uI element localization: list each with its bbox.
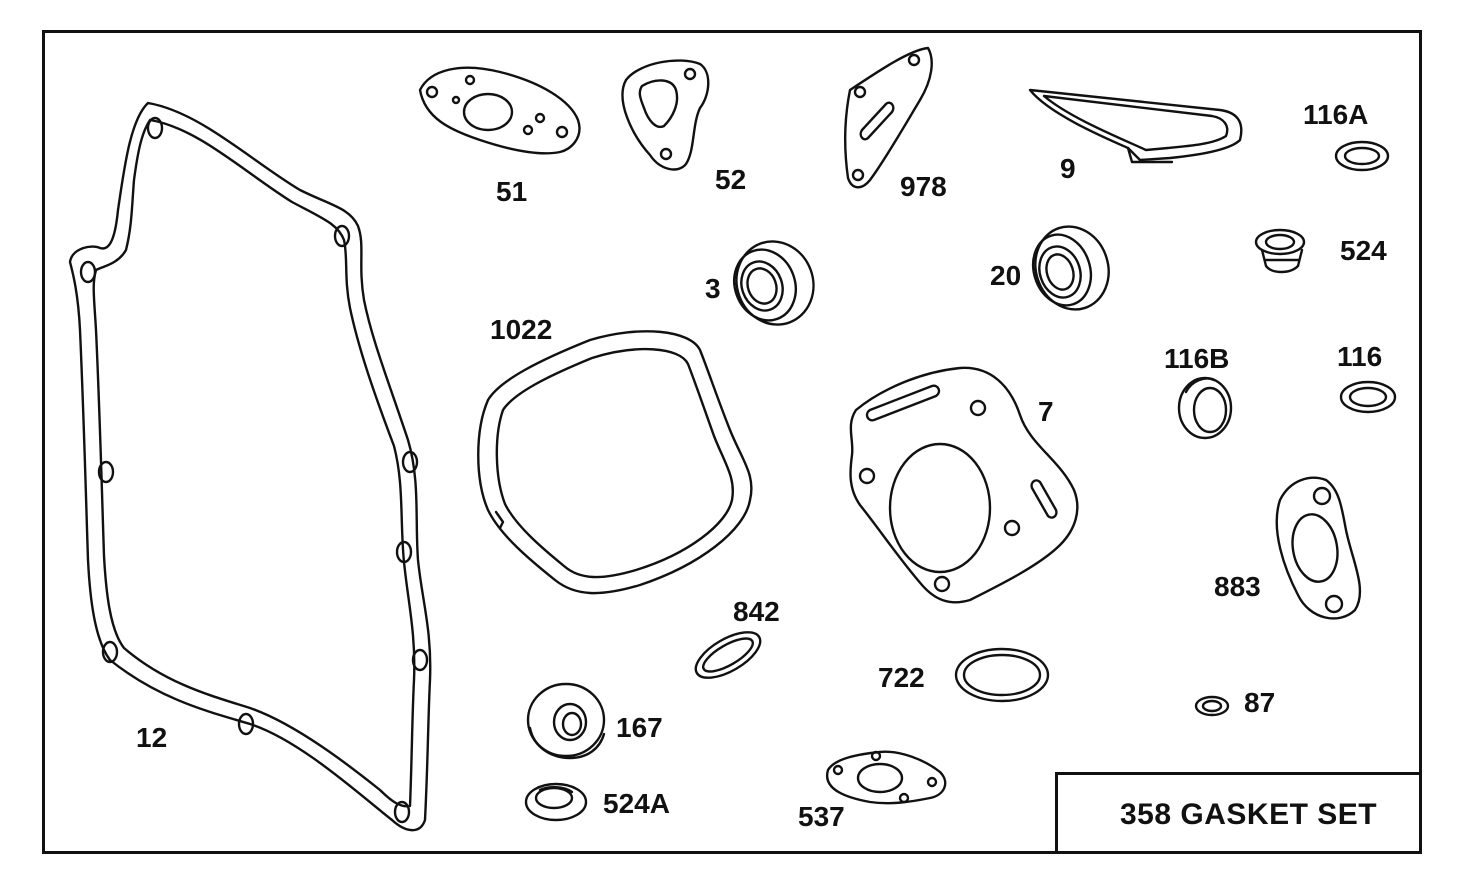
crankcase-gasket-icon — [70, 103, 430, 830]
part-label-978: 978 — [900, 171, 947, 202]
part-label-12: 12 — [136, 722, 168, 753]
part-label-116B: 116B — [1164, 343, 1230, 374]
valve-cover-gasket-icon — [478, 331, 751, 593]
washer-icon — [1341, 382, 1395, 412]
diagram-title: 358 GASKET SET — [1120, 798, 1378, 831]
part-label-52: 52 — [715, 164, 747, 195]
part-label-722: 722 — [878, 662, 925, 693]
washer-icon — [1336, 142, 1388, 170]
intake-gasket-icon — [623, 61, 709, 170]
part-label-537: 537 — [798, 801, 845, 832]
part-label-7: 7 — [1038, 396, 1054, 427]
title-box — [1055, 772, 1422, 854]
part-label-883: 883 — [1214, 571, 1261, 602]
part-label-9: 9 — [1060, 153, 1076, 184]
part-label-1022: 1022 — [490, 314, 553, 345]
head-gasket-icon — [850, 368, 1077, 602]
part-label-87: 87 — [1244, 687, 1276, 718]
part-label-20: 20 — [990, 260, 1022, 291]
washer-icon — [689, 623, 767, 687]
part-label-51: 51 — [496, 176, 528, 207]
flange-gasket-icon — [827, 752, 945, 803]
part-label-167: 167 — [616, 712, 663, 743]
mount-gasket-icon — [845, 48, 932, 187]
part-label-842: 842 — [733, 596, 780, 627]
grommet-icon — [526, 784, 586, 820]
carburetor-gasket-icon — [420, 68, 579, 154]
oil-seal-icon — [724, 231, 825, 336]
grommet-icon — [528, 684, 604, 758]
o-ring-icon — [956, 649, 1048, 701]
part-label-524A: 524A — [603, 788, 670, 819]
part-label-116: 116 — [1337, 341, 1383, 372]
grommet-plug-icon — [1256, 230, 1304, 272]
diagram-frame — [42, 30, 1422, 854]
exhaust-gasket-icon — [1277, 478, 1360, 619]
small-washer-icon — [1196, 697, 1228, 715]
oil-seal-icon — [1024, 217, 1119, 319]
part-label-524: 524 — [1340, 235, 1387, 266]
part-label-116A: 116A — [1303, 99, 1369, 130]
cover-gasket-icon — [1030, 90, 1241, 162]
part-label-3: 3 — [705, 273, 721, 304]
seal-ring-icon — [1179, 378, 1231, 438]
